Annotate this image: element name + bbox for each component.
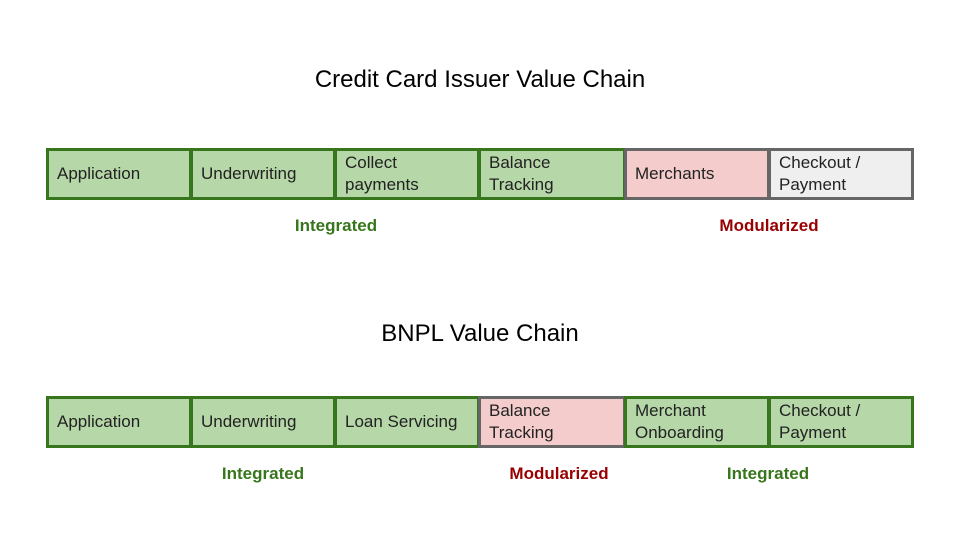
cc-modularized-tag: Modularized [719,216,819,235]
cc-step-checkout-payment: Checkout / Payment [768,148,914,200]
credit-card-chain: Application Underwriting Collect payment… [46,148,914,200]
bnpl-chain-title: BNPL Value Chain [381,320,579,347]
bnpl-chain: Application Underwriting Loan Servicing … [46,396,914,448]
cc-step-underwriting: Underwriting [190,148,336,200]
bnpl-integrated-tag-right: Integrated [726,464,810,483]
bnpl-integrated-tag-left: Integrated [221,464,305,483]
bnpl-modularized-tag: Modularized [509,464,609,483]
cc-step-merchants: Merchants [624,148,770,200]
credit-card-chain-title: Credit Card Issuer Value Chain [314,66,646,93]
cc-step-balance-tracking: Balance Tracking [478,148,626,200]
cc-integrated-tag: Integrated [294,216,378,235]
cc-step-collect-payments: Collect payments [334,148,480,200]
bnpl-step-balance-tracking: Balance Tracking [478,396,626,448]
cc-step-application: Application [46,148,192,200]
bnpl-step-checkout-payment: Checkout / Payment [768,396,914,448]
bnpl-step-merchant-onboarding: Merchant Onboarding [624,396,770,448]
bnpl-step-loan-servicing: Loan Servicing [334,396,480,448]
bnpl-step-application: Application [46,396,192,448]
bnpl-step-underwriting: Underwriting [190,396,336,448]
